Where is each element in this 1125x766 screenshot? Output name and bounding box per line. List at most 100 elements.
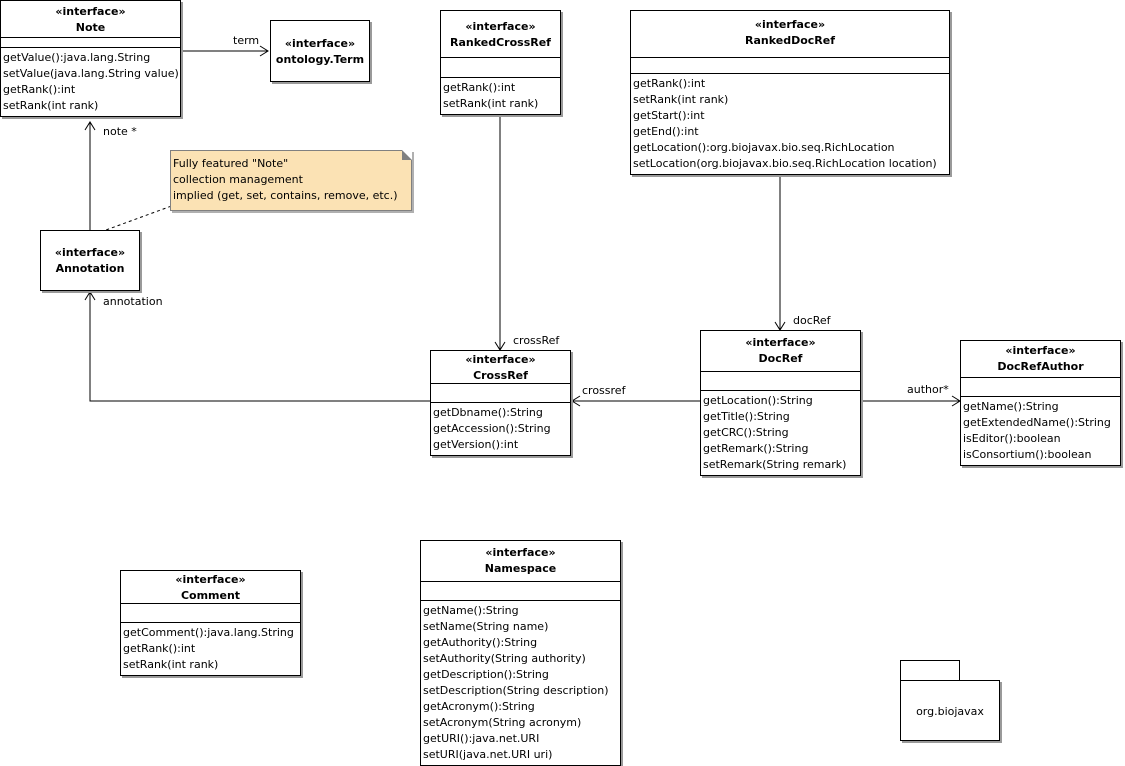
arrowhead-term xyxy=(259,45,269,57)
operation: getName():String xyxy=(963,400,1059,413)
class-name: Annotation xyxy=(55,262,125,275)
operation: getTitle():String xyxy=(703,410,790,423)
arrowhead-annotation xyxy=(84,291,96,301)
operation: setURI(java.net.URI uri) xyxy=(423,748,553,761)
class-doc-ref-author[interactable]: «interface» DocRefAuthor getName():Strin… xyxy=(960,340,1121,466)
class-name: RankedCrossRef xyxy=(450,36,551,49)
stereotype: «interface» xyxy=(465,20,536,33)
class-name: CrossRef xyxy=(473,369,528,382)
label-docref-role: docRef xyxy=(793,314,831,327)
operation: getAccession():String xyxy=(433,422,551,435)
class-name: Namespace xyxy=(484,562,557,575)
label-annotation: annotation xyxy=(103,295,163,308)
note-line: Fully featured "Note" xyxy=(173,157,289,170)
label-author: author* xyxy=(907,383,949,396)
attributes-compartment xyxy=(961,378,1120,397)
operation: getRank():int xyxy=(443,81,516,94)
arrowhead-crossref-left xyxy=(571,395,581,407)
class-ranked-cross-ref[interactable]: «interface» RankedCrossRef getRank():int… xyxy=(440,10,561,115)
operation: setName(String name) xyxy=(423,620,549,633)
label-term: term xyxy=(233,34,260,47)
operations-compartment: getComment():java.lang.String getRank():… xyxy=(121,623,300,675)
stereotype: «interface» xyxy=(465,353,536,366)
stereotype: «interface» xyxy=(1005,344,1076,357)
operations-compartment: getRank():int setRank(int rank) getStart… xyxy=(631,74,949,174)
label-crossref-role: crossRef xyxy=(513,334,560,347)
stereotype: «interface» xyxy=(55,5,126,18)
operations-compartment: getLocation():String getTitle():String g… xyxy=(701,391,860,475)
attributes-compartment xyxy=(701,372,860,391)
attributes-compartment xyxy=(631,58,949,74)
operation: isConsortium():boolean xyxy=(963,448,1092,461)
operation: setRank(int rank) xyxy=(443,97,539,110)
operation: getValue():java.lang.String xyxy=(3,51,151,64)
operation: setLocation(org.biojavax.bio.seq.RichLoc… xyxy=(633,157,937,170)
note-anchor-line xyxy=(94,199,189,235)
operation: getAcronym():String xyxy=(423,700,535,713)
operation: getRemark():String xyxy=(703,442,809,455)
operation: getComment():java.lang.String xyxy=(123,626,294,639)
operation: getLocation():org.biojavax.bio.seq.RichL… xyxy=(633,141,895,154)
operation: getName():String xyxy=(423,604,519,617)
operations-compartment: getValue():java.lang.String setValue(jav… xyxy=(1,48,180,116)
class-cross-ref[interactable]: «interface» CrossRef getDbname():String … xyxy=(430,350,571,456)
class-note[interactable]: «interface» Note getValue():java.lang.St… xyxy=(0,0,181,117)
edge-crossref-annotation xyxy=(89,292,430,402)
class-name: ontology.Term xyxy=(275,53,365,66)
operations-compartment: getName():String getExtendedName():Strin… xyxy=(961,397,1120,465)
attributes-compartment xyxy=(121,604,300,623)
attributes-compartment xyxy=(421,582,620,601)
arrowhead-note xyxy=(84,121,96,131)
class-name: Note xyxy=(75,21,106,34)
operation: setRank(int rank) xyxy=(123,658,219,671)
class-ranked-doc-ref[interactable]: «interface» RankedDocRef getRank():int s… xyxy=(630,10,950,175)
operation: isEditor():boolean xyxy=(963,432,1061,445)
operation: getDbname():String xyxy=(433,406,543,419)
operation: getEnd():int xyxy=(633,125,699,138)
label-crossref: crossref xyxy=(582,384,626,397)
class-name: RankedDocRef xyxy=(744,34,835,47)
note-line: collection management xyxy=(173,173,303,186)
class-annotation[interactable]: «interface» Annotation xyxy=(40,230,140,291)
comment-note[interactable]: Fully featured "Note" collection managem… xyxy=(170,150,412,211)
package-name: org.biojavax xyxy=(916,705,984,718)
stereotype: «interface» xyxy=(54,246,126,259)
stereotype: «interface» xyxy=(175,573,246,586)
operation: getURI():java.net.URI xyxy=(423,732,540,745)
note-fold-corner xyxy=(402,150,412,160)
attributes-compartment xyxy=(441,58,560,78)
operations-compartment: getDbname():String getAccession():String… xyxy=(431,403,570,455)
class-name: DocRef xyxy=(758,352,803,365)
package-org-biojavax[interactable]: org.biojavax xyxy=(900,680,1000,741)
operation: getRank():int xyxy=(3,83,76,96)
note-line: implied (get, set, contains, remove, etc… xyxy=(173,189,398,202)
stereotype: «interface» xyxy=(754,18,826,31)
class-namespace[interactable]: «interface» Namespace getName():String s… xyxy=(420,540,621,766)
operation: getStart():int xyxy=(633,109,705,122)
operation: getDescription():String xyxy=(423,668,549,681)
operation: getVersion():int xyxy=(433,438,519,451)
stereotype: «interface» xyxy=(485,546,556,559)
class-name: Comment xyxy=(180,589,241,602)
attributes-compartment xyxy=(1,38,180,48)
stereotype: «interface» xyxy=(284,37,356,50)
operation: setAcronym(String acronym) xyxy=(423,716,582,729)
class-doc-ref[interactable]: «interface» DocRef getLocation():String … xyxy=(700,330,861,476)
operation: setDescription(String description) xyxy=(423,684,609,697)
operation: setRemark(String remark) xyxy=(703,458,847,471)
class-ontology-term[interactable]: «interface» ontology.Term xyxy=(270,20,370,82)
operation: getExtendedName():String xyxy=(963,416,1111,429)
operations-compartment: getName():String setName(String name) ge… xyxy=(421,601,620,765)
operations-compartment: getRank():int setRank(int rank) xyxy=(441,78,560,114)
operation: getCRC():String xyxy=(703,426,789,439)
class-comment[interactable]: «interface» Comment getComment():java.la… xyxy=(120,570,301,676)
class-name: DocRefAuthor xyxy=(997,360,1084,373)
operation: setRank(int rank) xyxy=(633,93,729,106)
label-note-multiplicity: note * xyxy=(103,125,137,138)
operation: setRank(int rank) xyxy=(3,99,99,112)
operation: getRank():int xyxy=(123,642,196,655)
package-tab xyxy=(900,660,960,680)
stereotype: «interface» xyxy=(745,336,816,349)
operation: setValue(java.lang.String value) xyxy=(3,67,179,80)
